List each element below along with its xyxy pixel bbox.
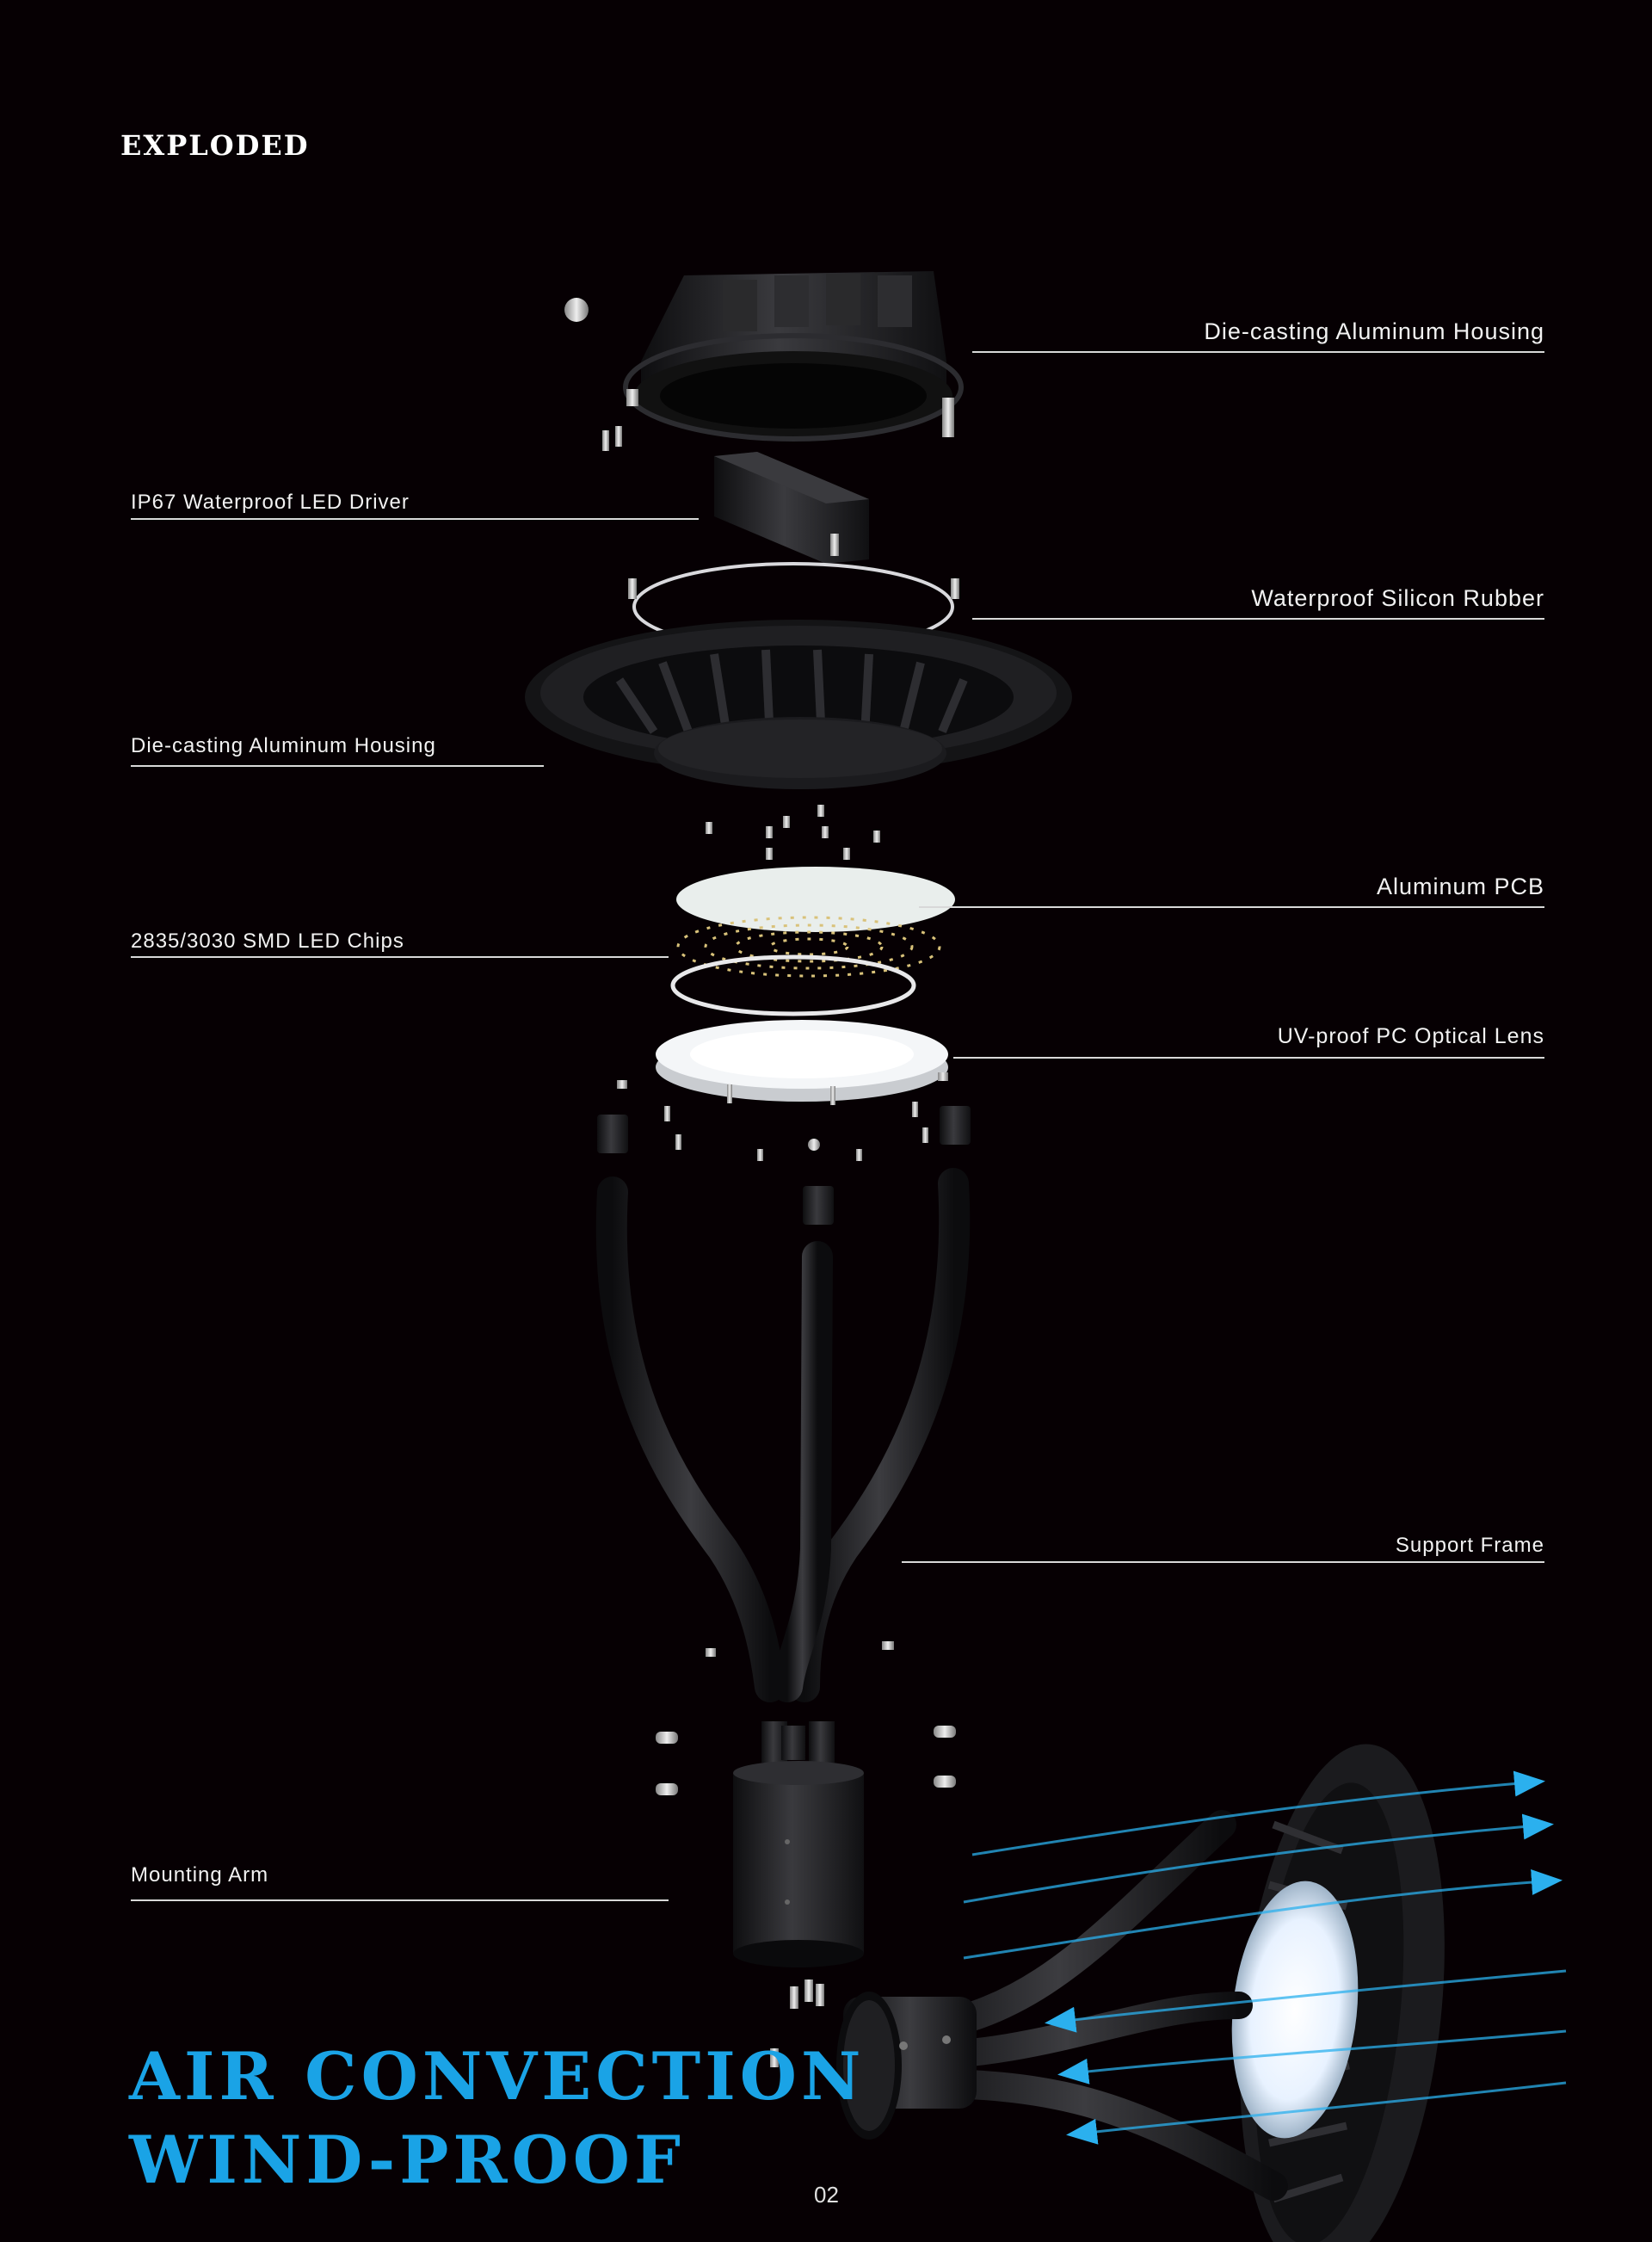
leader-line <box>902 1561 1544 1563</box>
screw <box>602 430 609 451</box>
label-housing-top: Die-casting Aluminum Housing <box>1204 318 1544 344</box>
leader-line <box>972 351 1544 353</box>
screw <box>615 426 622 447</box>
leader-line <box>131 765 544 767</box>
support-frame-part <box>595 1168 971 1702</box>
leader-line <box>131 518 699 520</box>
screw <box>951 578 959 599</box>
led-driver-part <box>714 452 869 564</box>
label-silicon-rubber: Waterproof Silicon Rubber <box>1251 585 1544 611</box>
leader-line <box>919 906 1544 908</box>
screw <box>628 578 637 599</box>
screw-set <box>770 1980 824 2067</box>
label-mounting-arm: Mounting Arm <box>131 1863 269 1887</box>
leader-line <box>953 1057 1544 1059</box>
screw-set <box>706 805 880 860</box>
label-led-driver: IP67 Waterproof LED Driver <box>131 491 410 514</box>
leader-line <box>131 956 669 958</box>
heatsink-housing-part <box>525 620 1072 789</box>
section-title: EXPLODED <box>120 129 310 162</box>
label-housing-heatsink: Die-casting Aluminum Housing <box>131 734 436 757</box>
screw-set <box>656 1641 956 1795</box>
label-optical-lens: UV-proof PC Optical Lens <box>1277 1024 1544 1048</box>
label-led-chips: 2835/3030 SMD LED Chips <box>131 930 404 953</box>
optical-lens-part <box>656 1020 948 1105</box>
screw <box>564 298 589 322</box>
led-chip-array <box>676 916 941 978</box>
arm-connector <box>761 1721 835 1763</box>
page-number: 02 <box>814 2182 839 2208</box>
lens-seal-ring <box>670 954 916 1016</box>
leader-line <box>131 1899 669 1901</box>
airflow-arrows <box>963 1770 1567 2145</box>
headline-air-convection: AIR CONVECTION <box>129 2038 866 2115</box>
screw-set <box>617 1072 948 1161</box>
mounting-arm-part <box>733 1761 864 1967</box>
pipe-cap <box>597 1106 971 1225</box>
headline-wind-proof: WIND-PROOF <box>129 2122 685 2198</box>
aluminum-pcb-part <box>676 867 955 932</box>
leader-line <box>972 618 1544 620</box>
label-support-frame: Support Frame <box>1395 1534 1544 1557</box>
label-aluminum-pcb: Aluminum PCB <box>1376 874 1544 899</box>
top-housing-part <box>623 271 964 442</box>
